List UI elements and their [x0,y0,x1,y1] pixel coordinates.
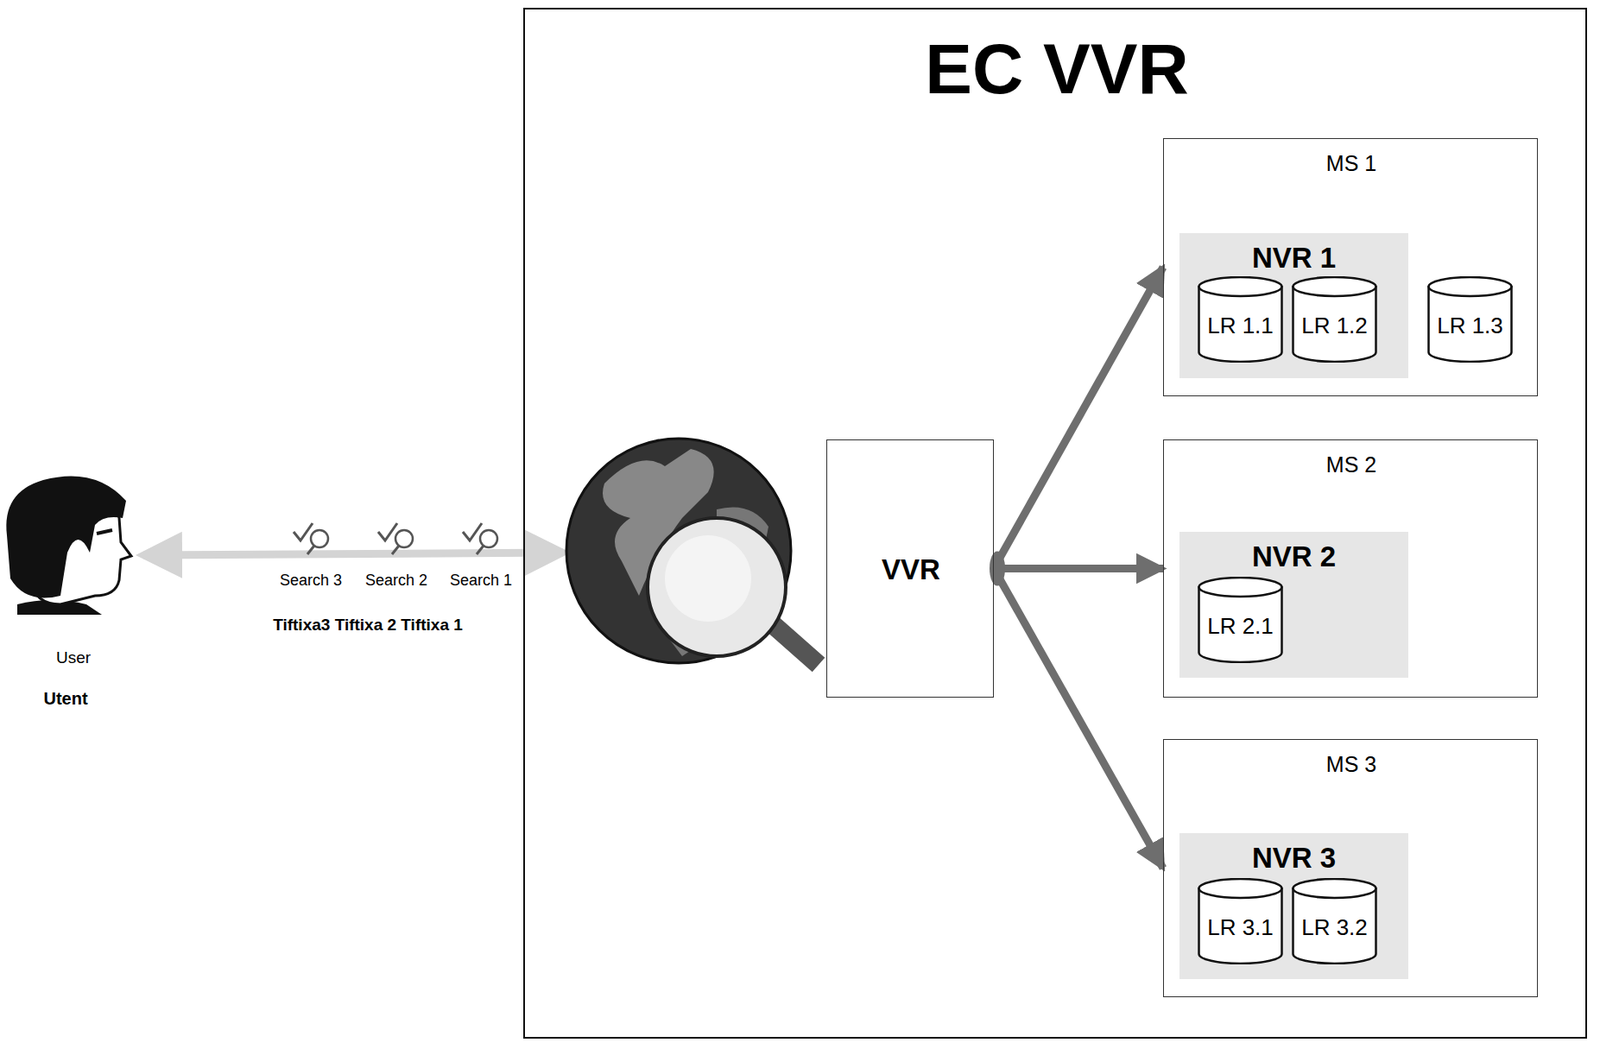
search-icon [462,523,498,555]
search-icon [293,523,329,555]
member-state-box: MS 3 NVR 3 LR 3.1 LR 3.2 [1163,739,1538,998]
database-label: LR 1.1 [1207,313,1274,340]
search-label-translation: Tiftixa3 Tiftixa 2 Tiftixa 1 [272,615,463,635]
process-box: VVR [826,439,994,698]
database-cylinder: LR 3.2 [1291,878,1378,965]
box-label: NVR 1 [1252,241,1336,275]
diagram-title: EC VVR [924,28,1189,110]
box-label: VVR [881,553,941,587]
flow-arrow [993,267,1164,570]
query-arrow [143,552,563,556]
database-label: LR 2.1 [1207,613,1274,640]
search-icon [378,523,413,555]
database-label: LR 3.1 [1207,915,1274,942]
database-cylinder: LR 3.1 [1197,878,1284,965]
database-cylinder: LR 1.3 [1427,276,1513,363]
search-label: Search 2 [365,571,428,590]
database-label: LR 3.2 [1301,915,1368,942]
search-label: Search 1 [449,571,513,590]
registry-group: NVR 1 LR 1.1 LR 1.2 [1179,233,1409,379]
user-label: User [56,648,91,668]
member-state-box: MS 1 NVR 1 LR 1.1 LR 1.2 LR 1.3 [1163,138,1538,397]
box-label: NVR 3 [1252,841,1336,875]
database-cylinder: LR 2.1 [1197,576,1284,664]
box-label: MS 2 [1326,452,1377,478]
flow-arrow [993,564,1164,573]
registry-group: NVR 2 LR 2.1 [1179,531,1409,678]
user-figure [6,475,132,615]
arrow-junction [989,551,1006,587]
region-box: EC VVR VVR MS 1 NVR 1 LR 1.1 LR 1.2 LR 1.3 MS 2… [523,7,1588,1039]
box-label: NVR 2 [1252,540,1336,574]
database-label: LR 1.3 [1436,313,1504,340]
database-label: LR 1.2 [1301,313,1368,340]
flow-arrow [993,569,1164,869]
registry-group: NVR 3 LR 3.1 LR 3.2 [1179,833,1409,980]
user-label-translation: Utent [43,689,88,709]
member-state-box: MS 2 NVR 2 LR 2.1 [1163,439,1538,698]
database-cylinder: LR 1.1 [1197,276,1284,363]
search-label: Search 3 [279,571,342,590]
database-cylinder: LR 1.2 [1291,276,1378,363]
box-label: MS 3 [1326,752,1377,778]
box-label: MS 1 [1326,151,1377,177]
globe-search-icon [566,438,819,665]
